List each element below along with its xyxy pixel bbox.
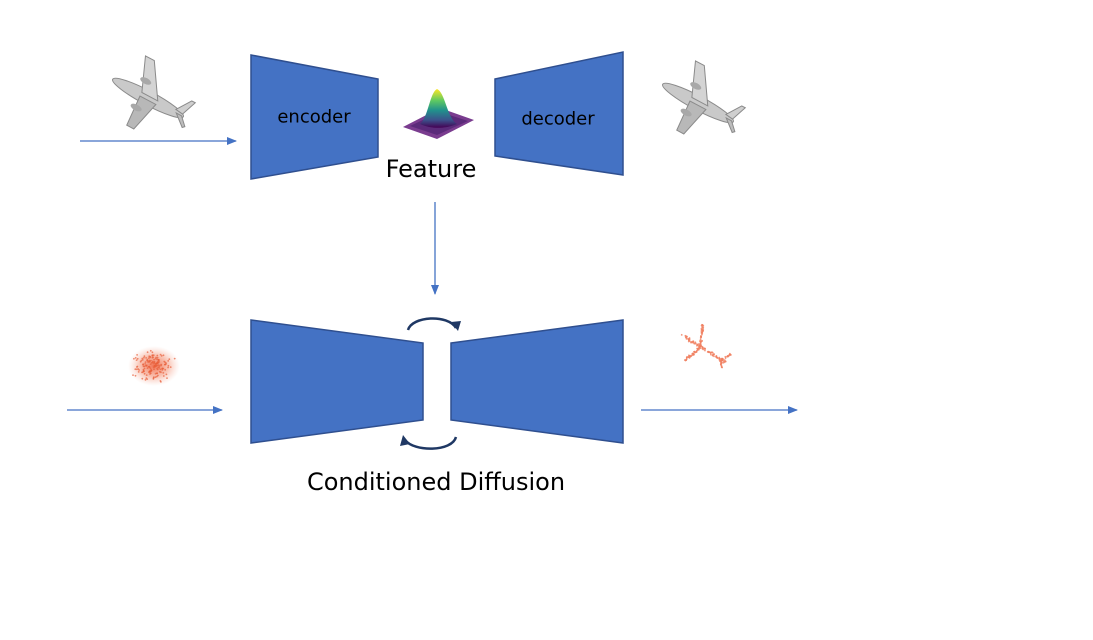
generated-airplane-icon (680, 323, 732, 369)
diffusion-left-block (250, 319, 424, 444)
noise-cloud-icon (128, 346, 180, 386)
decoder-block (494, 51, 624, 176)
cycle-bottom-arrow-icon (400, 435, 458, 450)
output-airplane-icon (662, 60, 747, 135)
feature-map-icon (403, 89, 474, 139)
cycle-top-arrow-icon (406, 317, 461, 331)
encoder-block (250, 54, 379, 180)
diffusion-right-block (450, 319, 624, 444)
input-airplane-icon (112, 55, 197, 130)
